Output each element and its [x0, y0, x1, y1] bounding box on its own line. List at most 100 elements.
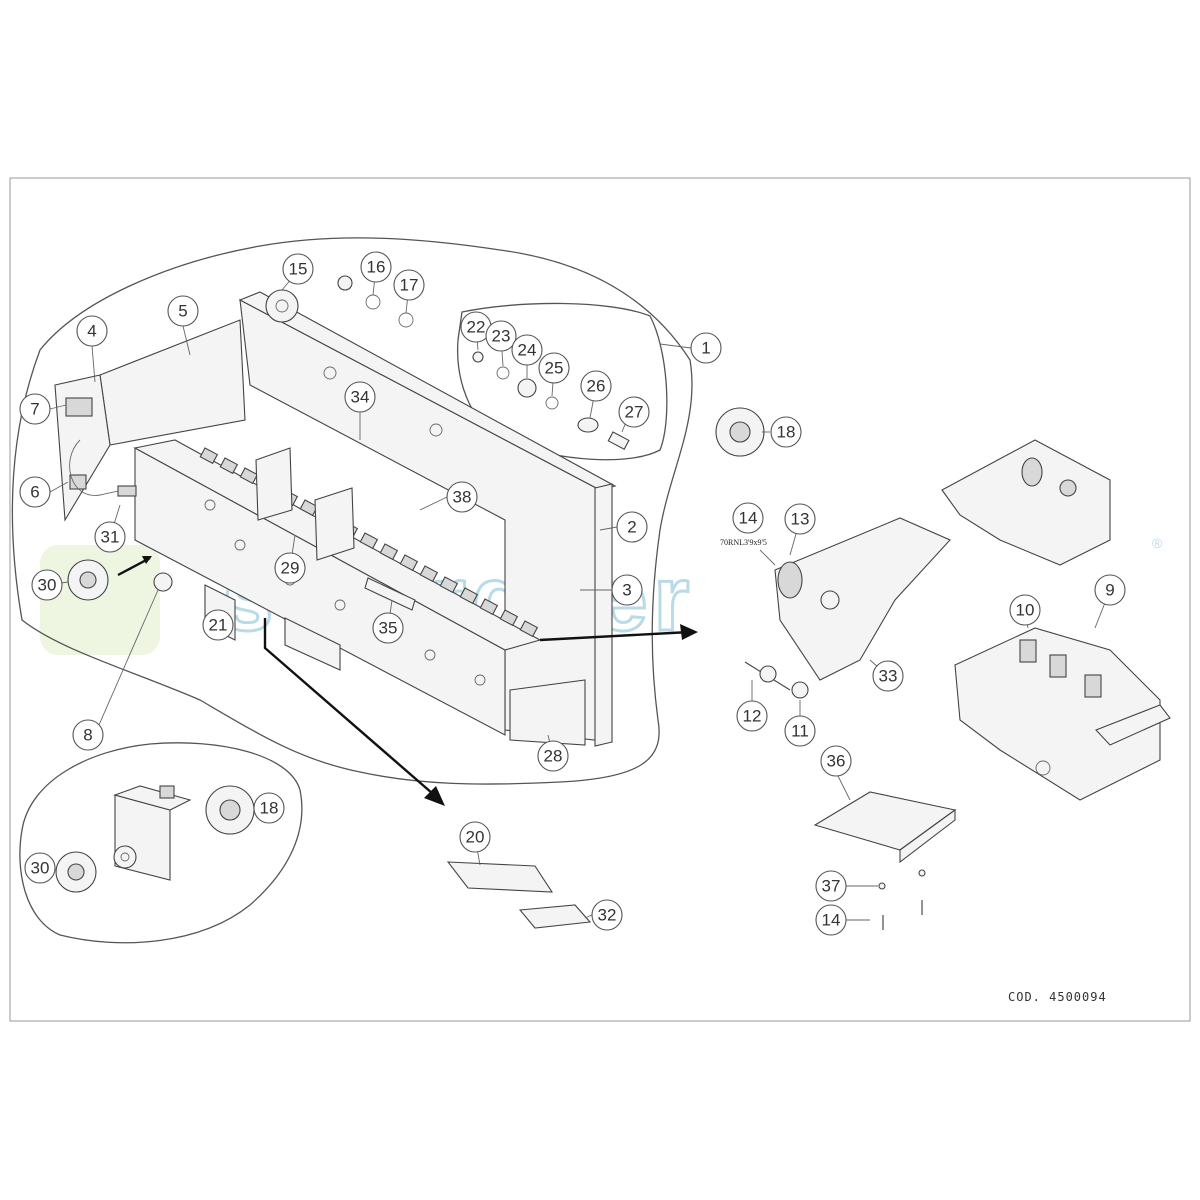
gear-18-bottom: [205, 785, 255, 835]
arrow-to-bottom-plate-head: [424, 786, 445, 806]
svg-text:20: 20: [466, 828, 485, 847]
spec-leader: [759, 549, 776, 566]
connector-plug: [117, 485, 137, 497]
board-component-7: [65, 397, 93, 417]
callout-11: 11: [784, 715, 816, 747]
spec-annotation: 70RNL3'9x9'5: [720, 538, 767, 547]
svg-text:9: 9: [1105, 581, 1114, 600]
svg-text:16: 16: [367, 258, 386, 277]
callout-29: 29: [274, 552, 306, 584]
callout-14-bottom: 14: [815, 904, 847, 936]
callout-14-top: 14: [732, 502, 764, 534]
callout-25: 25: [538, 352, 570, 384]
svg-text:35: 35: [379, 619, 398, 638]
svg-text:11: 11: [791, 722, 809, 741]
svg-text:5: 5: [178, 302, 187, 321]
callout-6: 6: [19, 476, 51, 508]
motor-shaft-8: [153, 572, 173, 592]
callout-28: 28: [537, 740, 569, 772]
svg-text:6: 6: [30, 483, 39, 502]
svg-text:12: 12: [743, 707, 762, 726]
ring-17: [398, 312, 414, 328]
callout-26: 26: [580, 370, 612, 402]
callout-37: 37: [815, 870, 847, 902]
svg-text:15: 15: [289, 260, 308, 279]
svg-text:31: 31: [101, 528, 120, 547]
arrow-to-feed-mechanism: [539, 630, 691, 642]
callout-24: 24: [511, 334, 543, 366]
svg-text:2: 2: [627, 518, 636, 537]
feed-gear-housing-33: [774, 517, 951, 681]
callout-27: 27: [618, 396, 650, 428]
svg-text:18: 18: [777, 423, 796, 442]
washer-16a: [337, 275, 353, 291]
gear-30-bottom: [55, 851, 97, 893]
motor-assembly: [113, 785, 192, 881]
base-plate-36: [813, 791, 957, 851]
watermark-registered-symbol: ®: [1152, 535, 1163, 551]
callout-18-right: 18: [770, 416, 802, 448]
callout-18-bottom: 18: [253, 792, 285, 824]
svg-text:36: 36: [827, 752, 846, 771]
plate-32: [518, 904, 592, 929]
svg-text:26: 26: [587, 377, 606, 396]
washer-37b: [918, 869, 926, 877]
side-panel-5: [99, 319, 246, 446]
roller-row: [199, 447, 539, 638]
bracket-35: [364, 577, 416, 611]
svg-text:14: 14: [739, 509, 758, 528]
bearing-stack-22-27: [472, 351, 630, 451]
svg-text:25: 25: [545, 359, 564, 378]
callout-2: 2: [616, 511, 648, 543]
gear-insert-arrowhead: [142, 556, 152, 564]
callout-30-left: 30: [31, 569, 63, 601]
svg-text:24: 24: [518, 341, 537, 360]
callout-33: 33: [872, 660, 904, 692]
svg-text:13: 13: [791, 510, 810, 529]
callout-16: 16: [360, 251, 392, 283]
callout-10: 10: [1009, 594, 1041, 626]
svg-text:4: 4: [87, 322, 96, 341]
callout-34: 34: [344, 381, 376, 413]
callout-21: 21: [202, 609, 234, 641]
svg-text:28: 28: [544, 747, 563, 766]
callout-8: 8: [72, 719, 104, 751]
washer-37a: [878, 882, 886, 890]
callout-22: 22: [460, 311, 492, 343]
svg-text:18: 18: [260, 799, 279, 818]
callout-35: 35: [372, 612, 404, 644]
svg-text:27: 27: [625, 403, 644, 422]
ring-16: [365, 294, 381, 310]
svg-text:33: 33: [879, 667, 898, 686]
callout-20: 20: [459, 821, 491, 853]
gear-30-left: [67, 559, 109, 601]
callout-4: 4: [76, 315, 108, 347]
callout-36: 36: [820, 745, 852, 777]
callout-9: 9: [1094, 574, 1126, 606]
arrow-to-feed-mechanism-head: [680, 624, 698, 640]
callout-7: 7: [19, 393, 51, 425]
svg-text:21: 21: [209, 616, 228, 635]
callout-12: 12: [736, 700, 768, 732]
callout-30-bottom: 30: [24, 852, 56, 884]
callout-3: 3: [611, 574, 643, 606]
svg-text:30: 30: [31, 859, 50, 878]
callout-17: 17: [393, 269, 425, 301]
svg-text:8: 8: [83, 726, 92, 745]
arrow-to-bottom-plate: [263, 618, 441, 801]
control-board-4: [54, 374, 111, 522]
svg-text:3: 3: [622, 581, 631, 600]
document-code: COD. 4500094: [1008, 990, 1107, 1004]
plate-20: [446, 861, 554, 893]
star-wheel-11: [791, 681, 809, 699]
svg-text:7: 7: [30, 400, 39, 419]
base-plate-36-lip: [899, 808, 956, 864]
connector-6: [69, 474, 87, 490]
part-15-cap: [265, 289, 299, 323]
svg-text:37: 37: [822, 877, 841, 896]
svg-text:38: 38: [453, 488, 472, 507]
gear-12: [759, 665, 777, 683]
svg-text:1: 1: [701, 339, 710, 358]
svg-text:23: 23: [492, 327, 511, 346]
